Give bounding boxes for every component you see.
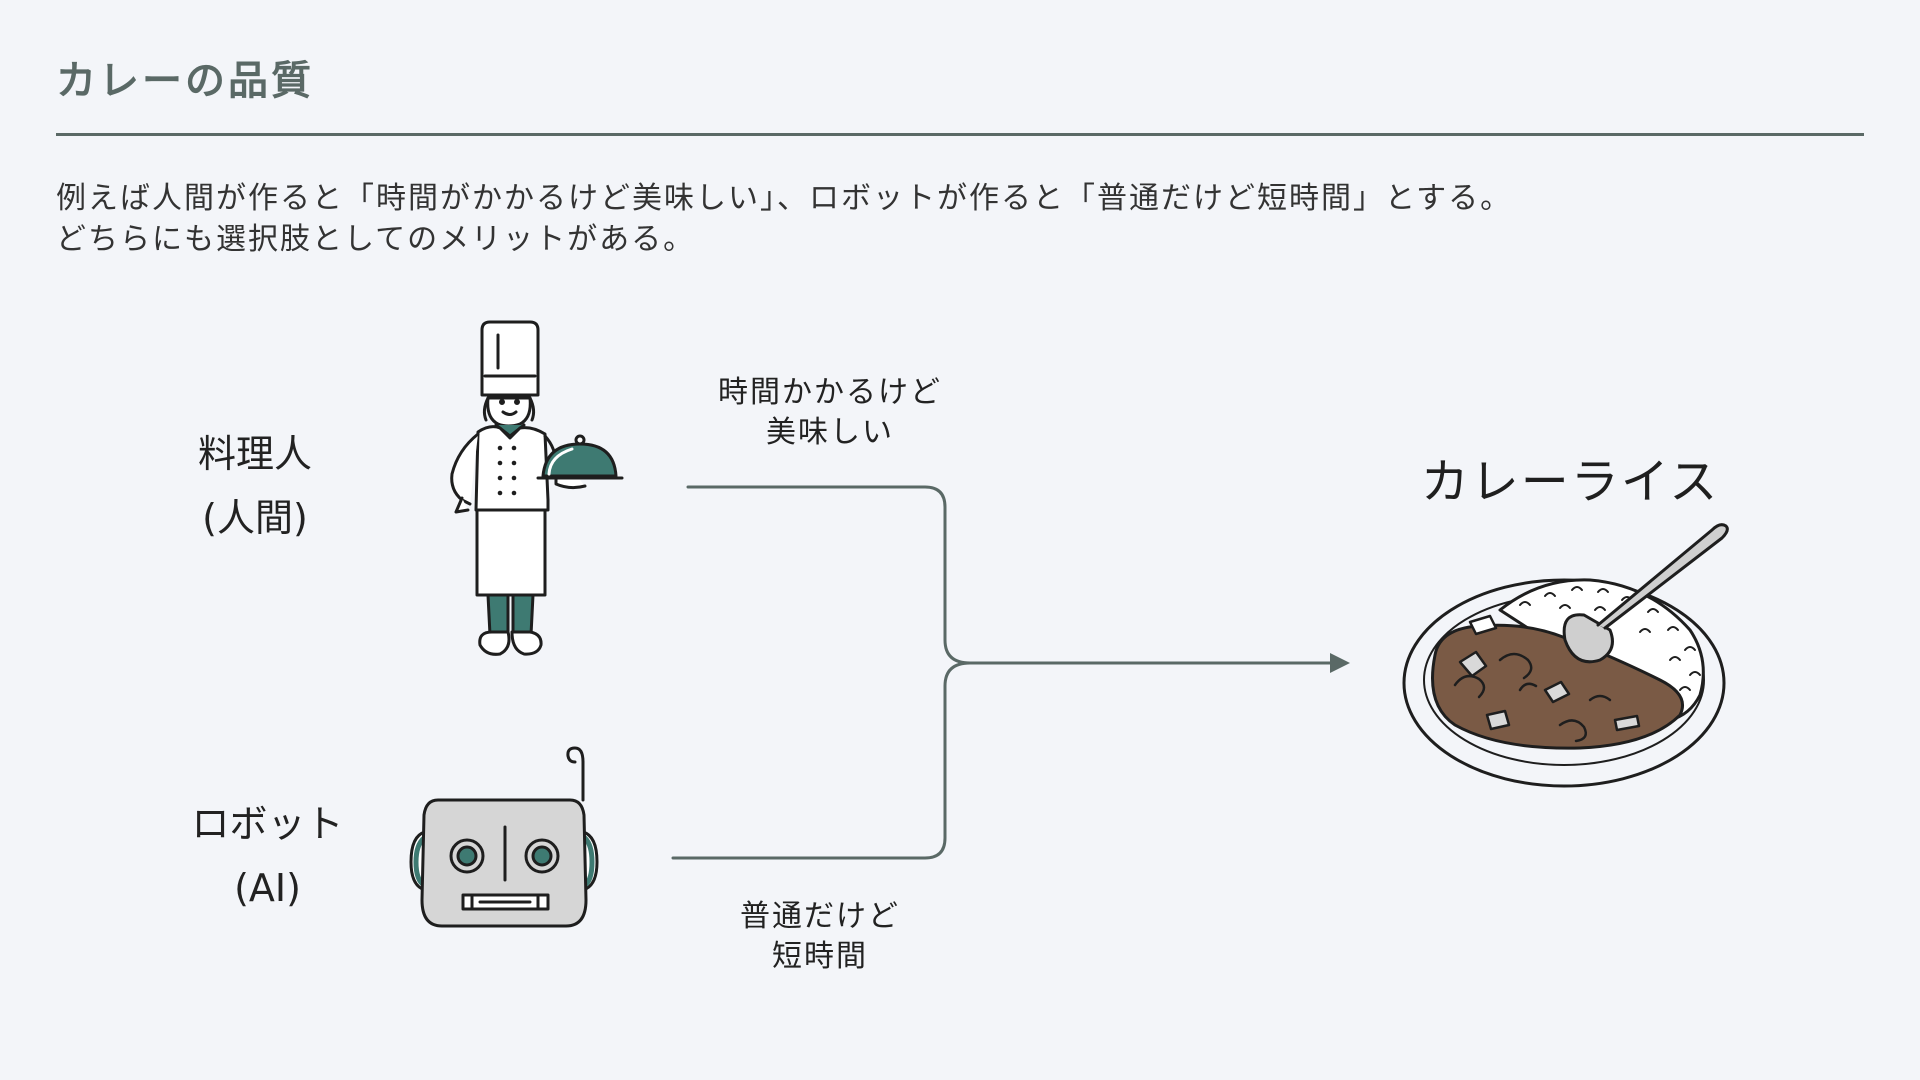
chef-label: 料理人 (人間)	[180, 422, 330, 550]
robot-path-label-line-2: 短時間	[772, 939, 868, 974]
robot-path-label-line-1: 普通だけど	[740, 899, 900, 934]
robot-illustration	[409, 746, 599, 928]
chef-sub: (人間)	[202, 496, 308, 540]
robot-sub: (AI)	[234, 866, 301, 910]
chef-illustration	[450, 320, 624, 656]
robot-path-label: 普通だけど 短時間	[700, 897, 940, 977]
description-line-2: どちらにも選択肢としてのメリットがある。	[56, 222, 696, 257]
connector-lines	[671, 485, 1332, 860]
title-divider	[56, 133, 1864, 136]
robot-name: ロボット	[191, 802, 344, 846]
chef-path-label-line-1: 時間かかるけど	[718, 375, 942, 410]
chef-name: 料理人	[197, 432, 312, 476]
page-title: カレーの品質	[56, 58, 314, 104]
chef-connector	[686, 485, 972, 665]
chef-path-label: 時間かかるけど 美味しい	[690, 373, 970, 453]
description: 例えば人間が作ると「時間がかかるけど美味しい」、ロボットが作ると「普通だけど短時…	[56, 178, 1512, 260]
robot-label: ロボット (AI)	[180, 792, 355, 920]
curry-rice-illustration	[1402, 523, 1729, 788]
robot-connector	[671, 661, 972, 860]
description-line-1: 例えば人間が作ると「時間がかかるけど美味しい」、ロボットが作ると「普通だけど短時…	[56, 181, 1513, 216]
result-label: カレーライス	[1420, 454, 1720, 510]
arrow-icon	[1330, 653, 1350, 673]
chef-path-label-line-2: 美味しい	[766, 415, 894, 450]
